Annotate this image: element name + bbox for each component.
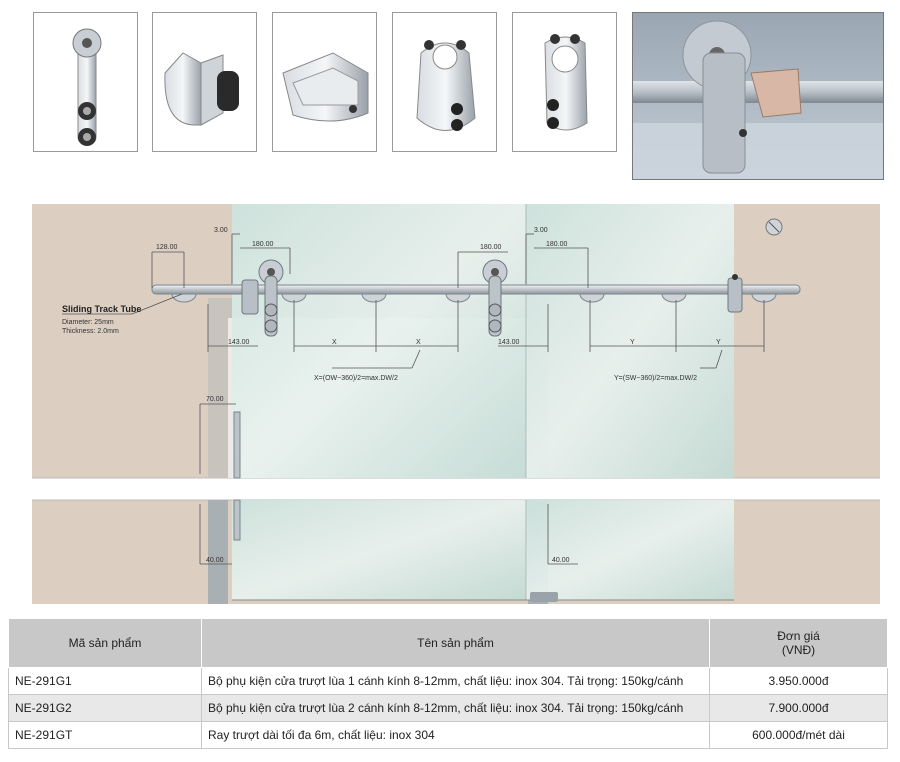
glass-panel-right (526, 204, 734, 478)
dim-70: 70.00 (206, 396, 224, 403)
roller-right (482, 259, 508, 337)
dim-3-left: 3.00 (214, 227, 228, 234)
track-thickness: Thickness: 2.0mm (62, 328, 119, 335)
dim-x-2: X (416, 339, 421, 346)
x-formula: X=(OW−360)/2=max.DW/2 (314, 375, 398, 382)
dim-y-1: Y (630, 339, 635, 346)
header-price-line2: (VNĐ) (781, 643, 816, 657)
dim-180-right: 180.00 (546, 241, 568, 248)
product-photo-roller-hanger (33, 12, 138, 152)
sliding-door-drawing: 3.00 180.00 128.00 180.00 3.00 180.00 14… (32, 204, 880, 604)
track-diameter: Diameter: 25mm (62, 319, 114, 326)
table-row: NE-291G1 Bộ phụ kiện cửa trượt lùa 1 cán… (8, 667, 888, 695)
header-code: Mã sản phẩm (8, 618, 202, 668)
dim-40-right: 40.00 (552, 557, 570, 564)
row-code: NE-291G2 (8, 694, 202, 722)
product-photo-glass-clamp (272, 12, 377, 152)
row-price: 3.950.000đ (709, 667, 888, 695)
y-formula: Y=(SW−360)/2=max.DW/2 (614, 375, 697, 382)
row-name: Ray trượt dài tối đa 6m, chất liệu: inox… (201, 721, 710, 749)
dim-y-2: Y (716, 339, 721, 346)
end-stop-right (727, 274, 743, 313)
row-code: NE-291G1 (8, 667, 202, 695)
price-table: Mã sản phẩm Tên sản phẩm Đơn giá (VNĐ) N… (8, 618, 888, 749)
row-price: 7.900.000đ (709, 694, 888, 722)
dim-143-left: 143.00 (228, 339, 250, 346)
dim-128: 128.00 (156, 244, 178, 251)
header-price: Đơn giá (VNĐ) (709, 618, 888, 668)
product-photo-wall-holder (152, 12, 257, 152)
row-name: Bộ phụ kiện cửa trượt lùa 1 cánh kính 8-… (201, 667, 710, 695)
dim-143-right: 143.00 (498, 339, 520, 346)
table-row: NE-291GT Ray trượt dài tối đa 6m, chất l… (8, 721, 888, 749)
roller-left (241, 259, 284, 337)
dim-x-1: X (332, 339, 337, 346)
product-photo-tube-clamp (392, 12, 497, 152)
table-row: NE-291G2 Bộ phụ kiện cửa trượt lùa 2 cán… (8, 694, 888, 722)
row-price: 600.000đ/mét dài (709, 721, 888, 749)
dim-3-right: 3.00 (534, 227, 548, 234)
product-photo-installed-detail (632, 12, 884, 180)
dim-40-left: 40.00 (206, 557, 224, 564)
track-tube (151, 284, 801, 295)
row-code: NE-291GT (8, 721, 202, 749)
glass-panel-left (232, 204, 526, 478)
dim-180-left: 180.00 (252, 241, 274, 248)
row-name: Bộ phụ kiện cửa trượt lùa 2 cánh kính 8-… (201, 694, 710, 722)
product-photo-end-stop (512, 12, 617, 152)
header-name: Tên sản phẩm (201, 618, 710, 668)
floor-guide (530, 592, 558, 602)
header-price-line1: Đơn giá (777, 629, 820, 643)
track-label: Sliding Track Tube (62, 304, 141, 314)
dim-180-center: 180.00 (480, 244, 502, 251)
